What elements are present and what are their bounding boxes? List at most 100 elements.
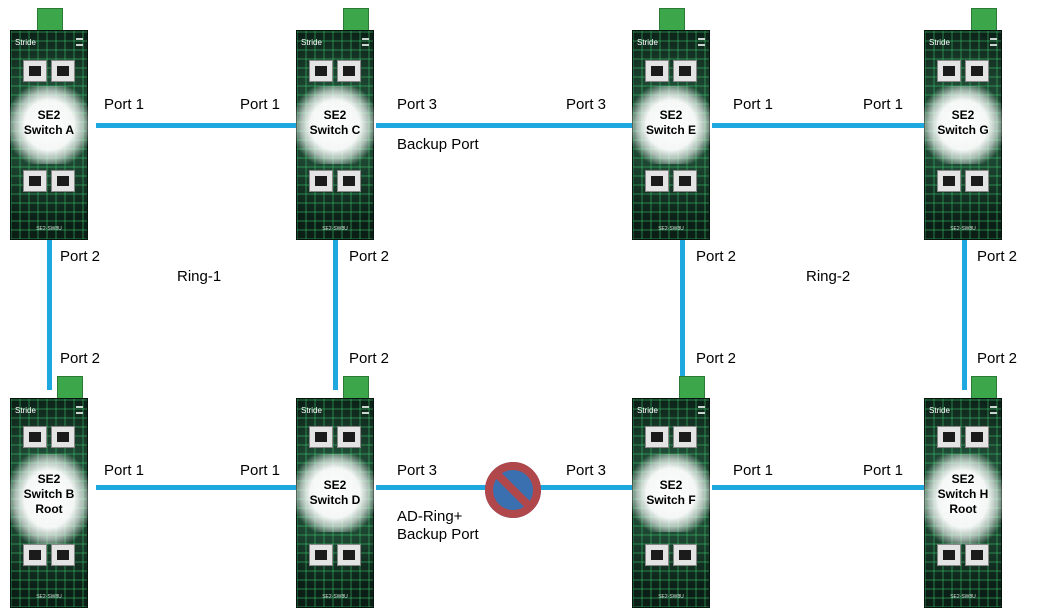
port-label-f-h-right: Port 1 <box>863 462 904 479</box>
din-rail-clip <box>679 376 705 400</box>
switch-name-line2: Switch C <box>309 123 361 137</box>
switch-name-line2: Switch A <box>23 123 75 137</box>
switch-e[interactable]: Stride SE2 Switch E SE2-SW8U <box>632 8 710 240</box>
switch-body: Stride SE2 Switch C SE2-SW8U <box>296 30 374 240</box>
led-indicators <box>698 38 706 50</box>
port-label-b-d-left: Port 1 <box>104 462 145 479</box>
rj45-port-icon <box>937 426 961 448</box>
port-label-d-f-right: Port 3 <box>566 462 607 479</box>
brand-label: Stride <box>15 38 36 47</box>
port-label-d-f-left: Port 3 <box>397 462 438 479</box>
led-indicators <box>990 406 998 418</box>
port-label-a-c-left: Port 1 <box>104 96 145 113</box>
label-glow <box>296 86 374 164</box>
switch-a[interactable]: Stride SE2 Switch A SE2-SW8U <box>10 8 88 240</box>
rj45-port-icon <box>51 170 75 192</box>
switch-name-line1: SE2 <box>659 108 683 122</box>
rj45-port-icon <box>309 60 333 82</box>
rj45-port-icon <box>51 426 75 448</box>
rj45-port-icon <box>965 426 989 448</box>
prohibited-sign-ring <box>485 462 541 518</box>
rj45-port-icon <box>309 170 333 192</box>
switch-name-line2: Switch F <box>646 493 696 507</box>
din-rail-clip <box>971 8 997 32</box>
switch-body: Stride SE2 Switch D SE2-SW8U <box>296 398 374 608</box>
switch-b[interactable]: Stride SE2 Switch B Root SE2-SW8U <box>10 376 88 608</box>
din-rail-clip <box>343 376 369 400</box>
din-rail-clip <box>343 8 369 32</box>
rj45-port-icon <box>645 170 669 192</box>
switch-body: Stride SE2 Switch A SE2-SW8U <box>10 30 88 240</box>
switch-name-line1: SE2 <box>323 478 347 492</box>
ad-ring-backup-port-label: AD-Ring+ Backup Port <box>397 508 479 543</box>
switch-name-line1: SE2 <box>951 108 975 122</box>
switch-name-line1: SE2 <box>659 478 683 492</box>
rj45-port-icon <box>937 544 961 566</box>
ring-2-label: Ring-2 <box>806 268 851 285</box>
prohibited-sign-icon <box>485 462 541 518</box>
switch-body: Stride SE2 Switch G SE2-SW8U <box>924 30 1002 240</box>
rj45-port-icon <box>23 426 47 448</box>
din-rail-clip <box>659 8 685 32</box>
rj45-port-icon <box>645 544 669 566</box>
led-indicators <box>76 38 84 50</box>
link-c-e <box>376 123 632 128</box>
model-label: SE2-SW8U <box>36 594 62 600</box>
switch-name-line3: Root <box>35 502 63 516</box>
link-g-h <box>962 240 967 390</box>
switch-name-line2: Switch B <box>23 487 75 501</box>
label-glow <box>296 454 374 532</box>
rj45-port-icon <box>23 544 47 566</box>
rj45-port-icon <box>645 60 669 82</box>
label-glow <box>924 454 1002 544</box>
switch-c[interactable]: Stride SE2 Switch C SE2-SW8U <box>296 8 374 240</box>
switch-body: Stride SE2 Switch H Root SE2-SW8U <box>924 398 1002 608</box>
switch-name-line1: SE2 <box>323 108 347 122</box>
port-label-c-e-right: Port 3 <box>566 96 607 113</box>
switch-name-line2: Switch E <box>645 123 696 137</box>
rj45-port-icon <box>673 544 697 566</box>
link-e-f <box>680 240 685 390</box>
rj45-port-icon <box>965 170 989 192</box>
rj45-port-icon <box>673 170 697 192</box>
link-a-c <box>96 123 296 128</box>
brand-label: Stride <box>301 406 322 415</box>
switch-f[interactable]: Stride SE2 Switch F SE2-SW8U <box>632 376 710 608</box>
switch-h[interactable]: Stride SE2 Switch H Root SE2-SW8U <box>924 376 1002 608</box>
link-f-h <box>712 485 924 490</box>
switch-name-line2: Switch G <box>937 123 989 137</box>
model-label: SE2-SW8U <box>322 226 348 232</box>
switch-d[interactable]: Stride SE2 Switch D SE2-SW8U <box>296 376 374 608</box>
rj45-port-icon <box>23 60 47 82</box>
din-rail-clip <box>37 8 63 32</box>
switch-g[interactable]: Stride SE2 Switch G SE2-SW8U <box>924 8 1002 240</box>
model-label: SE2-SW8U <box>950 226 976 232</box>
link-e-g <box>712 123 924 128</box>
port-label-a-c-right: Port 1 <box>240 96 281 113</box>
model-label: SE2-SW8U <box>658 226 684 232</box>
model-label: SE2-SW8U <box>950 594 976 600</box>
rj45-port-icon <box>937 170 961 192</box>
rj45-port-icon <box>673 426 697 448</box>
prohibited-sign-slash <box>493 470 533 510</box>
led-indicators <box>362 38 370 50</box>
label-glow <box>632 454 710 532</box>
switch-body: Stride SE2 Switch E SE2-SW8U <box>632 30 710 240</box>
rj45-port-icon <box>673 60 697 82</box>
rj45-port-icon <box>337 60 361 82</box>
led-indicators <box>76 406 84 418</box>
switch-name-line1: SE2 <box>37 472 61 486</box>
brand-label: Stride <box>637 406 658 415</box>
rj45-port-icon <box>337 544 361 566</box>
port-label-g-down: Port 2 <box>977 248 1018 265</box>
port-label-b-up: Port 2 <box>60 350 101 367</box>
model-label: SE2-SW8U <box>658 594 684 600</box>
switch-name-line1: SE2 <box>37 108 61 122</box>
rj45-port-icon <box>309 544 333 566</box>
port-label-f-h-left: Port 1 <box>733 462 774 479</box>
rj45-port-icon <box>51 544 75 566</box>
link-a-b <box>47 240 52 390</box>
switch-body: Stride SE2 Switch F SE2-SW8U <box>632 398 710 608</box>
rj45-port-icon <box>309 426 333 448</box>
label-glow <box>632 86 710 164</box>
